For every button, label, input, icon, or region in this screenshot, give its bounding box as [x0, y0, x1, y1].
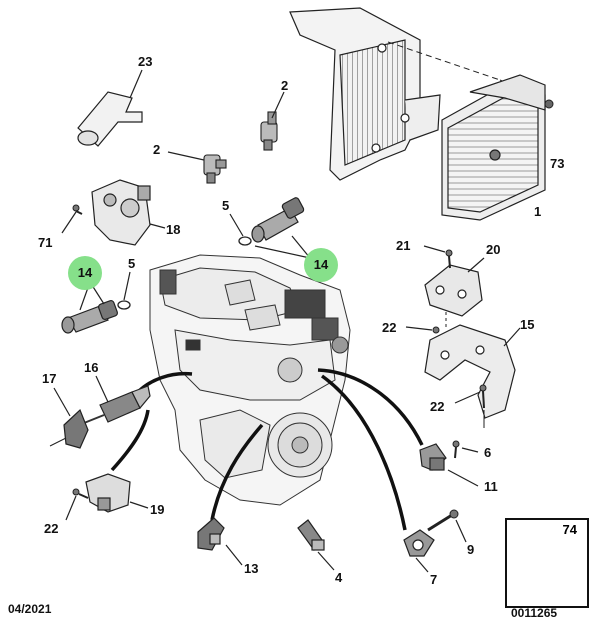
- parts-diagram: 14 14 23 2 2 73 1 5 18 71 5 21 20 22 15 …: [8, 7, 589, 620]
- callout-9: 9: [467, 542, 475, 557]
- footer-date: 04/2021: [8, 602, 52, 616]
- engine-control-unit: [441, 74, 546, 221]
- callout-14-left: 14: [77, 265, 93, 280]
- bolt-6: [452, 440, 460, 459]
- sensor-7: [403, 529, 435, 557]
- bracket-20: [424, 264, 483, 317]
- bolt-22-right-upper: [432, 326, 440, 334]
- callout-23: 23: [138, 54, 153, 69]
- sensor-13: [197, 517, 225, 551]
- callout-18: 18: [166, 222, 181, 237]
- bolt-22-right-lower: [479, 384, 487, 409]
- callout-15: 15: [520, 317, 535, 332]
- inset-box-74: 74: [505, 518, 589, 608]
- heat-shield-23: [77, 91, 143, 147]
- bolt-22-left: [72, 488, 89, 499]
- callout-14-right: 14: [313, 257, 329, 272]
- callout-6: 6: [484, 445, 492, 460]
- seal-5-lower: [117, 300, 131, 310]
- seal-5-upper: [238, 236, 252, 246]
- bolt-73: [544, 99, 554, 109]
- callout-21: 21: [396, 238, 411, 253]
- callout-17: 17: [42, 371, 57, 386]
- sensor-2-upper: [260, 111, 278, 151]
- diagram-drawing: [49, 7, 571, 597]
- leader-curve-7: [320, 374, 407, 531]
- callout-2-lower: 2: [153, 142, 161, 157]
- callout-1: 1: [534, 204, 542, 219]
- footer-reference: 0011265: [511, 606, 558, 620]
- leader-curve-6: [317, 368, 424, 446]
- housing-18: [91, 179, 151, 246]
- clip-17: [49, 408, 89, 449]
- leader-curve-13: [210, 423, 264, 521]
- bolt-71: [72, 204, 83, 215]
- callout-11: 11: [484, 479, 498, 494]
- inset-label: 74: [562, 522, 577, 537]
- callout-16: 16: [84, 360, 99, 375]
- callout-71: 71: [38, 235, 53, 250]
- callout-5-upper: 5: [222, 198, 230, 213]
- callout-73: 73: [550, 156, 565, 171]
- callout-22-left: 22: [44, 521, 59, 536]
- callout-19: 19: [150, 502, 165, 517]
- sensor-4: [297, 519, 325, 551]
- callout-13: 13: [244, 561, 259, 576]
- leader-curve-19: [110, 409, 150, 472]
- sensor-2-lower: [203, 154, 227, 184]
- bolt-9: [427, 509, 459, 532]
- solenoid-14-upper: [251, 197, 305, 243]
- bolt-21: [445, 249, 453, 269]
- sensor-19: [85, 473, 131, 513]
- callout-5-lower: 5: [128, 256, 136, 271]
- highlight-14-right: [304, 248, 338, 282]
- ecu-bracket: [289, 7, 441, 181]
- sensor-16: [83, 385, 151, 424]
- engine-block: [149, 254, 351, 506]
- callout-22-right-upper: 22: [382, 320, 397, 335]
- solenoid-14-lower: [61, 299, 119, 334]
- highlight-14-left: [68, 256, 102, 290]
- callout-22-right-lower: 22: [430, 399, 445, 414]
- sensor-6: [419, 443, 447, 471]
- callout-4: 4: [335, 570, 343, 585]
- bracket-15: [424, 324, 516, 419]
- callout-7: 7: [430, 572, 438, 587]
- callout-2-upper: 2: [281, 78, 289, 93]
- callout-20: 20: [486, 242, 501, 257]
